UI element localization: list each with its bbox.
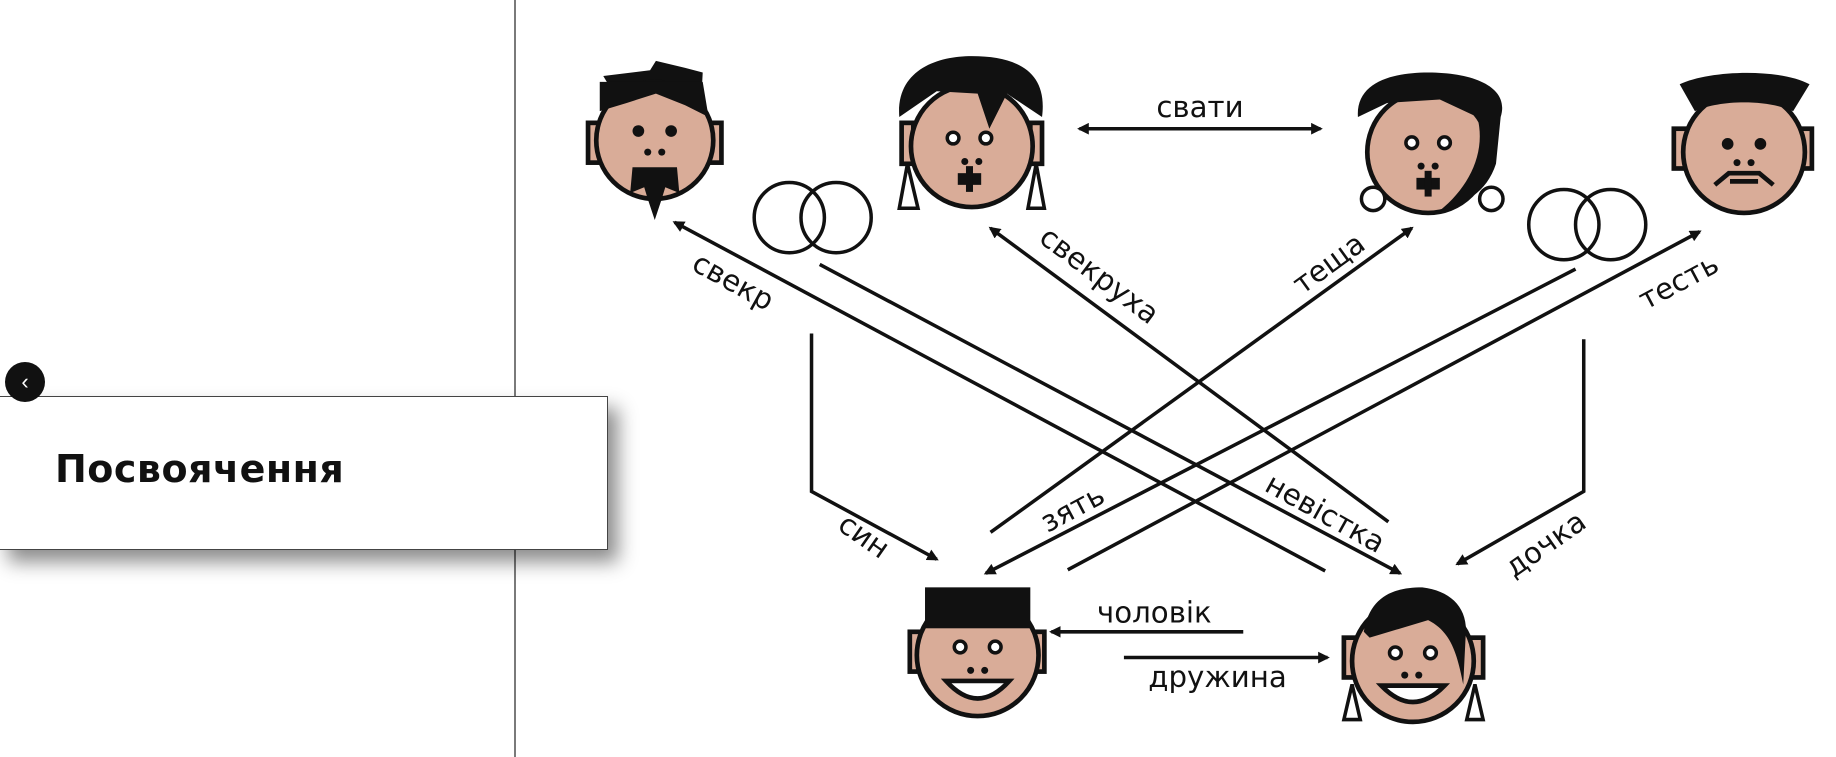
label-svaty: свати [1156, 90, 1243, 124]
page-divider [514, 0, 516, 757]
chevron-left-icon: ‹ [21, 369, 29, 394]
arrow-test [1066, 230, 1702, 572]
arrow-svekrukha [988, 226, 1390, 524]
label-test: тесть [1633, 246, 1724, 316]
arrow-nevistka [818, 262, 1403, 575]
face-teshcha [1357, 72, 1505, 216]
label-dochka: дочка [1498, 504, 1592, 584]
arrow-zyat [983, 267, 1577, 575]
face-test [1671, 72, 1815, 216]
label-svekr: свекр [687, 245, 780, 317]
wedding-rings-icon [752, 180, 873, 255]
back-button[interactable]: ‹ [5, 362, 45, 402]
label-syn: син [832, 506, 896, 565]
arrow-svekr [672, 220, 1326, 573]
topic-card: Посвоячення [0, 396, 608, 550]
card-title: Посвоячення [55, 447, 345, 491]
arrow-syn [809, 333, 939, 561]
face-svekr [585, 60, 724, 220]
face-svekrukha [897, 56, 1047, 211]
arrow-teshcha [989, 226, 1414, 534]
arrow-dochka [1455, 339, 1586, 566]
face-syn [907, 587, 1047, 719]
label-druzhyna: дружина [1148, 660, 1287, 694]
label-cholovik: чоловік [1097, 595, 1212, 629]
face-nevistka [1341, 587, 1486, 725]
wedding-rings-icon [1526, 187, 1648, 262]
